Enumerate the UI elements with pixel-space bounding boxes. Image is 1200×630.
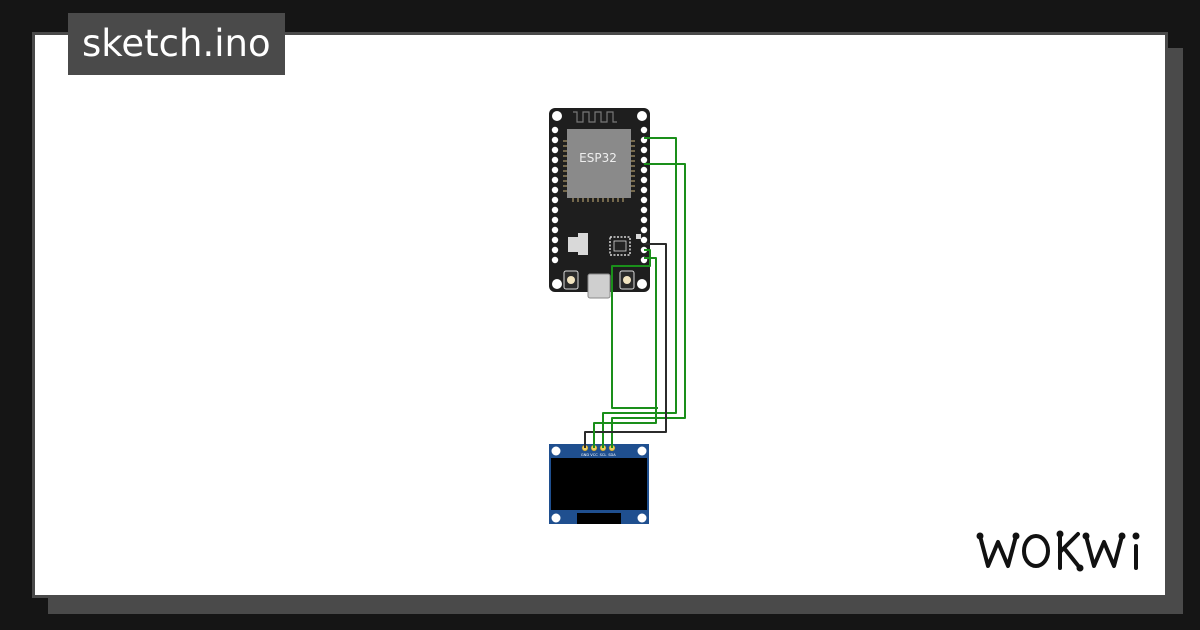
wire-vcc[interactable] xyxy=(593,257,657,448)
usb-port xyxy=(587,273,611,299)
mount-hole xyxy=(637,513,647,523)
voltage-regulator xyxy=(568,233,588,255)
esp32-board[interactable]: ESP32 xyxy=(549,108,650,299)
usb-uart-chip xyxy=(609,236,631,256)
wire-power-loop[interactable] xyxy=(611,249,658,409)
oled-pin-label-scl: SCL xyxy=(600,453,607,457)
oled-pin-label-vcc: VCC xyxy=(590,453,598,457)
mount-hole xyxy=(552,279,562,289)
wokwi-logo xyxy=(976,530,1140,572)
oled-pin-label-sda: SDA xyxy=(608,453,616,457)
antenna-trace xyxy=(573,111,617,123)
en-button[interactable] xyxy=(563,270,579,290)
oled-screen xyxy=(551,458,647,510)
mount-hole xyxy=(637,111,647,121)
wire-sda[interactable] xyxy=(602,137,677,448)
module-castellations xyxy=(563,140,635,202)
sketch-filename-tab[interactable]: sketch.ino xyxy=(68,13,285,75)
status-led xyxy=(636,234,641,239)
oled-pin-label-gnd: GND xyxy=(581,453,589,457)
mount-hole xyxy=(637,279,647,289)
mount-hole xyxy=(551,513,561,523)
oled-ribbon xyxy=(577,513,621,524)
wire-gnd[interactable] xyxy=(584,243,667,448)
wire-scl[interactable] xyxy=(611,163,686,448)
mount-hole xyxy=(552,111,562,121)
left-pin-header[interactable] xyxy=(551,126,559,264)
oled-display[interactable]: GND VCC SCL SDA xyxy=(549,444,649,524)
mount-hole xyxy=(637,446,647,456)
esp32-module xyxy=(567,129,631,198)
boot-button[interactable] xyxy=(619,270,635,290)
right-pin-header[interactable] xyxy=(640,126,648,264)
chip-label: ESP32 xyxy=(579,151,617,165)
mount-hole xyxy=(551,446,561,456)
